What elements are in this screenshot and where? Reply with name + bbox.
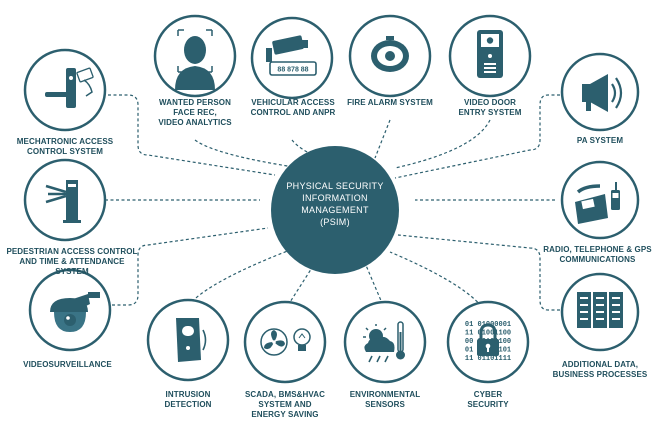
padlock-icon — [477, 323, 499, 356]
psim-hub-label: PHYSICAL SECURITY INFORMATION MANAGEMENT… — [286, 181, 384, 227]
license-plate-text: 88 878 88 — [277, 67, 308, 74]
smoke-detector-icon — [371, 36, 409, 72]
node-pedestrian — [23, 158, 107, 242]
weather-thermometer-icon — [363, 321, 405, 363]
node-env — [343, 300, 427, 384]
lightbulb-icon — [293, 328, 311, 351]
label-scada: SCADA, BMS&HVAC SYSTEM AND ENERGY SAVING — [244, 390, 326, 419]
label-cyber: CYBER SECURITY — [467, 390, 509, 409]
motion-sensor-icon — [176, 318, 207, 362]
label-radio: RADIO, TELEPHONE & GPS COMMUNICATIONS — [543, 245, 652, 264]
label-video: VIDEOSURVEILLANCE — [23, 360, 112, 369]
label-fire: FIRE ALARM SYSTEM — [347, 98, 433, 107]
label-door: VIDEO DOOR ENTRY SYSTEM — [458, 98, 522, 117]
megaphone-icon — [582, 74, 623, 112]
face-recognition-icon — [175, 29, 215, 90]
node-mechatronic — [23, 48, 107, 132]
turnstile-icon — [45, 180, 81, 223]
connector-video — [112, 227, 269, 306]
connector-scada — [284, 262, 316, 311]
node-radio — [560, 160, 640, 240]
label-env: ENVIRONMENTAL SENSORS — [349, 390, 421, 409]
label-intrusion: INTRUSION DETECTION — [164, 390, 212, 409]
node-data — [560, 272, 640, 352]
psim-hub — [271, 146, 399, 274]
dome-camera-icon — [50, 292, 100, 332]
intercom-icon — [477, 30, 503, 78]
connector-fire — [374, 119, 391, 159]
label-mechatronic: MECHATRONIC ACCESS CONTROL SYSTEM — [16, 137, 114, 156]
label-anpr: VEHICULAR ACCESS CONTROL AND ANPR — [250, 98, 336, 117]
connector-mechatronic — [108, 94, 276, 176]
label-pedestrian: PEDESTRIAN ACCESS CONTROL AND TIME & ATT… — [6, 247, 138, 276]
anpr-camera-icon — [266, 35, 317, 76]
node-video — [28, 268, 112, 352]
binary-line: 11 01001100 — [465, 330, 511, 338]
node-intrusion — [146, 298, 230, 382]
binary-line: 11 01101111 — [465, 355, 511, 363]
node-face — [153, 14, 237, 98]
connector-face — [194, 139, 301, 169]
card-door-handle-icon — [45, 67, 94, 108]
label-face: WANTED PERSON FACE REC, VIDEO ANALYTICS — [158, 98, 232, 127]
node-fire — [348, 14, 432, 98]
server-rack-icon — [577, 292, 623, 328]
node-door — [448, 14, 532, 98]
node-scada — [243, 300, 327, 384]
node-pa — [560, 52, 640, 132]
connector-door — [394, 119, 491, 169]
telephone-radio-icon — [575, 182, 620, 224]
node-anpr — [250, 16, 334, 100]
connector-pa — [394, 94, 560, 179]
label-data: ADDITIONAL DATA, BUSINESS PROCESSES — [552, 360, 648, 379]
fan-icon — [260, 328, 288, 356]
label-pa: PA SYSTEM — [576, 136, 624, 145]
